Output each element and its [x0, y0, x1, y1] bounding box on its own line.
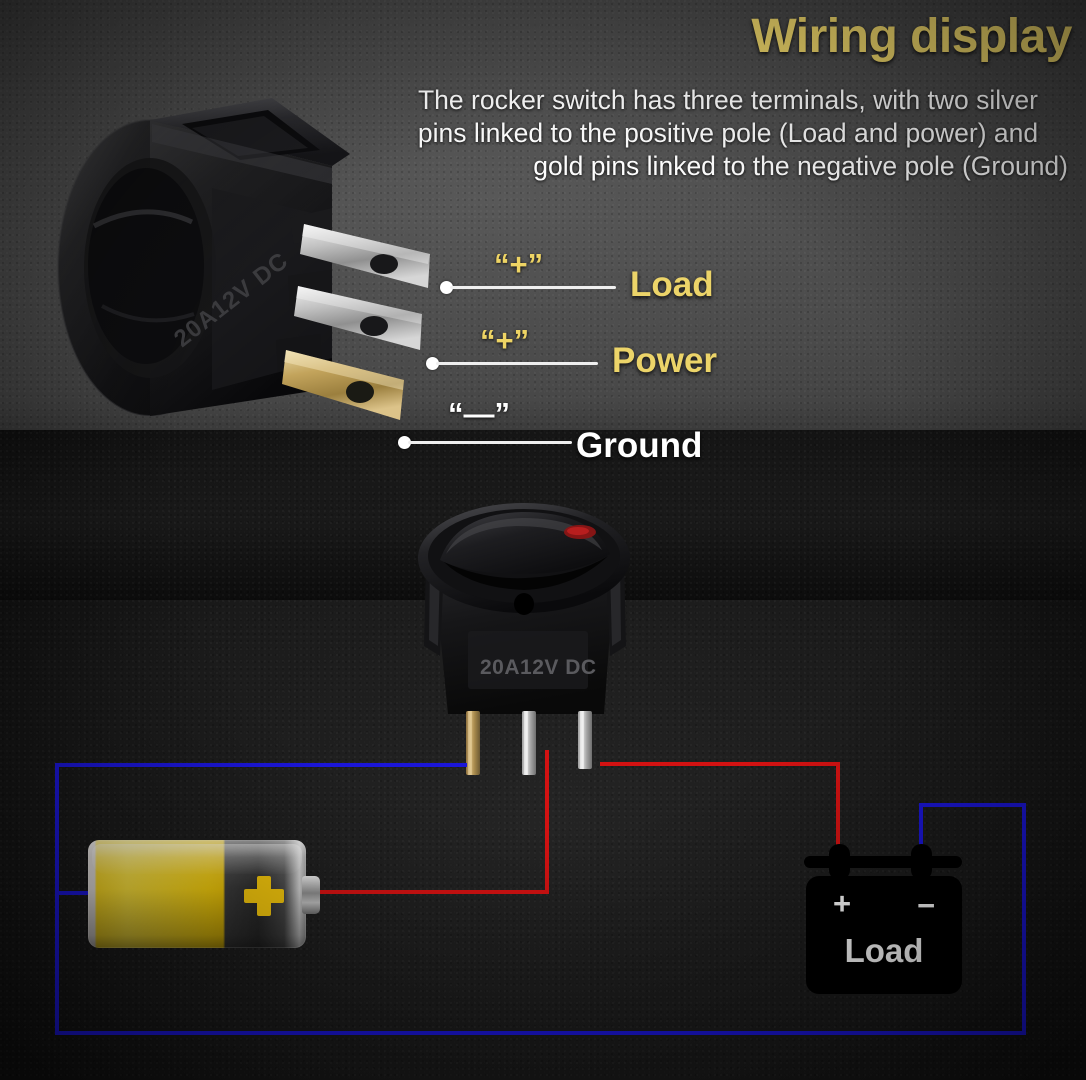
wire-ground-bottom-horizontal — [55, 1031, 1026, 1035]
rocker-switch-front-svg: 20A12V DC — [418, 503, 630, 775]
round-switch-pin-ground-gold — [466, 711, 480, 775]
round-switch-marking-text: 20A12V DC — [480, 656, 597, 679]
callout-ground-symbol: “—” — [448, 396, 510, 431]
rocker-switch-angled-photo: 20A12V DC — [32, 58, 452, 478]
callout-load-leader-line — [450, 286, 616, 289]
load-plus-sign: + — [833, 886, 852, 921]
wire-power-to-middle-pin — [545, 750, 549, 776]
wire-load-negative-right-vertical — [1022, 803, 1026, 1035]
load-minus-sign: − — [917, 888, 936, 923]
callout-load-label: Load — [630, 265, 714, 304]
round-switch-pin-load-silver — [578, 711, 592, 769]
description-line-3: gold pins linked to the negative pole (G… — [533, 151, 1068, 181]
rocker-switch-angled-svg: 20A12V DC — [57, 98, 430, 420]
wire-load-negative-top-horizontal — [919, 803, 1026, 807]
load-terminal-rail — [804, 856, 962, 868]
callout-power-symbol: “+” — [480, 323, 530, 358]
page-description: The rocker switch has three terminals, w… — [388, 84, 1068, 183]
callout-load-symbol: “+” — [494, 247, 544, 282]
battery-plus-icon — [244, 876, 284, 916]
description-line-1: The rocker switch has three terminals, w… — [417, 85, 1038, 115]
wire-power-vertical-to-switch — [545, 764, 549, 894]
callout-power-label: Power — [612, 341, 718, 380]
battery-graphic — [88, 840, 320, 948]
terminal-pin-ground-gold — [276, 334, 404, 420]
wire-ground-top-horizontal — [55, 763, 467, 767]
load-positive-post — [829, 844, 850, 880]
battery-positive-terminal-nub — [302, 876, 320, 914]
description-line-2: pins linked to the positive pole (Load a… — [417, 118, 1039, 148]
wire-load-positive-horizontal — [600, 762, 840, 766]
wire-ground-left-return-vertical — [55, 891, 59, 1035]
wire-power-battery-positive-horizontal — [316, 890, 549, 894]
callout-ground-label: Ground — [576, 426, 703, 465]
callout-ground-leader-line — [408, 441, 572, 444]
load-label: Load — [844, 932, 924, 969]
load-graphic: + − Load — [800, 828, 966, 994]
round-switch-pin-power-silver — [522, 711, 536, 775]
rocker-switch-front-photo: 20A12V DC — [404, 496, 674, 786]
load-negative-post — [911, 844, 932, 880]
page-title: Wiring display — [751, 10, 1072, 63]
callout-power-leader-line — [436, 362, 598, 365]
